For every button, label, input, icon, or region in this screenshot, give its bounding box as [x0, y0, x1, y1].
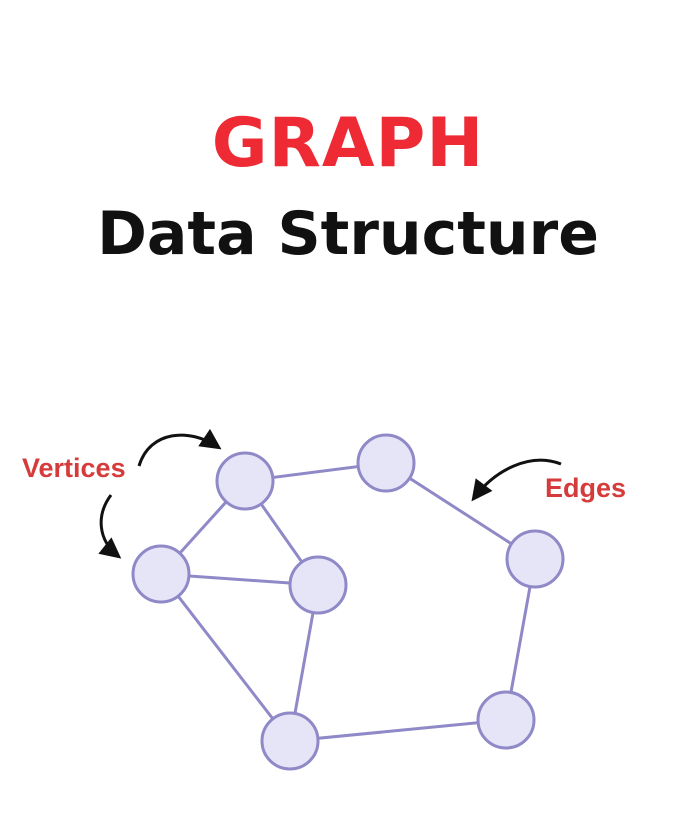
vertex: [505, 529, 565, 589]
annotation-arrows: [98, 428, 562, 559]
arrow-to-top-vertex: [137, 428, 222, 467]
vertex: [260, 711, 320, 771]
title-data-structure: Data Structure: [97, 199, 599, 269]
edge: [385, 461, 536, 561]
vertex: [356, 433, 416, 493]
title-graph: GRAPH: [211, 104, 485, 183]
vertex: [215, 451, 275, 511]
arrow-to-edge: [471, 458, 562, 502]
vertex: [476, 690, 536, 750]
edges-layer: [159, 461, 537, 743]
vertex: [288, 555, 348, 615]
vertices-label: Vertices: [22, 453, 126, 483]
vertex: [131, 544, 191, 604]
edge: [159, 573, 292, 742]
edge: [289, 718, 507, 743]
arrow-to-left-vertex: [98, 494, 122, 559]
vertices-layer: [131, 433, 565, 771]
edges-label: Edges: [545, 473, 626, 503]
